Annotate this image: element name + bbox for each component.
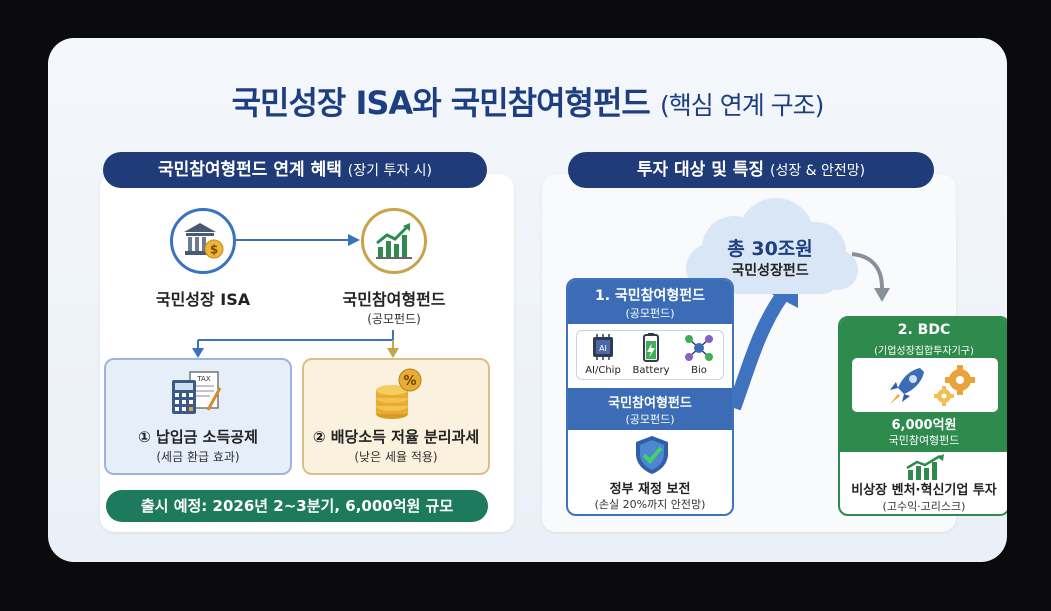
chip-icon: AI [593, 334, 613, 360]
left-panel-header: 국민참여형펀드 연계 혜택 (장기 투자 시) [103, 152, 487, 188]
molecule-icon [685, 335, 713, 361]
svg-text:$: $ [210, 243, 218, 257]
sector-label-ai: AI/Chip [585, 365, 621, 376]
bank-icon: $ [170, 208, 236, 274]
calculator-tax-icon: TAX [168, 368, 228, 424]
sector-label-bio: Bio [691, 365, 707, 376]
main-title-text: 국민성장 ISA와 국민참여형펀드 [231, 84, 651, 122]
sector-ai-chip: AI AI/Chip [579, 333, 627, 376]
left-header-text: 국민참여형펀드 연계 혜택 [157, 160, 342, 180]
growth-chart-icon [361, 208, 427, 274]
box2-header: 2. BDC (기업성장집합투자기구) [840, 318, 1007, 414]
main-title: 국민성장 ISA와 국민참여형펀드 (핵심 연계 구조) [48, 78, 1007, 124]
box2-foot-sub: (고수익·고리스크) [882, 500, 966, 513]
benefit1-title: ① 납입금 소득공제 [138, 428, 258, 446]
box1-title-sub: (공모펀드) [625, 307, 675, 320]
box2-icon-area [852, 358, 998, 412]
benefit2-title: ② 배당소득 저율 분리과세 [312, 428, 480, 446]
bdc-box: 2. BDC (기업성장집합투자기구) [838, 316, 1007, 516]
battery-icon [643, 333, 659, 362]
isa-label: 국민성장 ISA [155, 290, 251, 309]
benefit1-sub: (세금 환급 효과) [156, 450, 240, 464]
benefit-dividend-tax: % ② 배당소득 저율 분리과세 (낮은 세율 적용) [302, 358, 490, 475]
box1-header: 1. 국민참여형펀드 (공모펀드) [568, 280, 732, 324]
launch-banner: 출시 예정: 2026년 2~3분기, 6,000억원 규모 [106, 490, 488, 522]
box1-foot-title: 정부 재정 보전 [609, 482, 691, 497]
isa-to-fund-arrow [236, 234, 360, 246]
cloud-name: 국민성장펀드 [731, 263, 809, 279]
box2-band: 6,000억원 국민참여형펀드 [840, 414, 1007, 452]
box2-foot-title: 비상장 벤처·혁신기업 투자 [851, 483, 997, 498]
box2-band-title: 6,000억원 [891, 418, 957, 433]
left-header-sub: (장기 투자 시) [347, 163, 433, 179]
right-header-text: 투자 대상 및 특징 [636, 160, 765, 180]
curved-arrow-down [851, 252, 890, 302]
shield-check-icon [630, 434, 674, 480]
cloud-total: 총 30조원 [727, 238, 813, 260]
sector-icons: AI AI/Chip Battery [576, 330, 724, 380]
infographic-card: 국민성장 ISA와 국민참여형펀드 (핵심 연계 구조) 국민참여형펀드 연계 … [48, 38, 1007, 562]
right-panel-header: 투자 대상 및 특징 (성장 & 안전망) [568, 152, 934, 188]
box1-band-title: 국민참여형펀드 [608, 396, 692, 411]
box2-title-sub: (기업성장집합투자기구) [874, 346, 974, 357]
sector-label-battery: Battery [632, 365, 670, 376]
fund-label: 국민참여형펀드 [342, 290, 446, 309]
coins-percent-icon: % [370, 366, 426, 426]
svg-text:%: % [403, 374, 416, 389]
benefit2-sub: (낮은 세율 적용) [354, 450, 438, 464]
gears-icon [934, 365, 975, 406]
tax-icon-text: TAX [196, 375, 211, 383]
sector-battery: Battery [627, 333, 675, 376]
benefit-tax-deduction: TAX ① 납입금 소득공제 (세금 환급 효과) [104, 358, 292, 475]
public-fund-box: 1. 국민참여형펀드 (공모펀드) AI AI/Chip [566, 278, 734, 516]
growth-bars-icon [904, 454, 948, 484]
box2-band-sub: 국민참여형펀드 [888, 434, 960, 447]
box2-title: 2. BDC [897, 322, 951, 338]
right-header-sub: (성장 & 안전망) [770, 163, 866, 179]
box1-band: 국민참여형펀드 (공모펀드) [568, 388, 732, 430]
box1-foot-sub: (손실 20%까지 안전망) [594, 498, 706, 511]
main-title-sub: (핵심 연계 구조) [660, 91, 824, 120]
branch-arrows [192, 330, 399, 358]
box1-band-sub: (공모펀드) [625, 413, 675, 426]
fund-sub-label: (공모펀드) [367, 312, 421, 326]
rocket-icon [890, 368, 924, 404]
box1-title: 1. 국민참여형펀드 [594, 288, 706, 304]
sector-bio: Bio [675, 333, 723, 376]
chip-icon-text: AI [599, 344, 607, 353]
